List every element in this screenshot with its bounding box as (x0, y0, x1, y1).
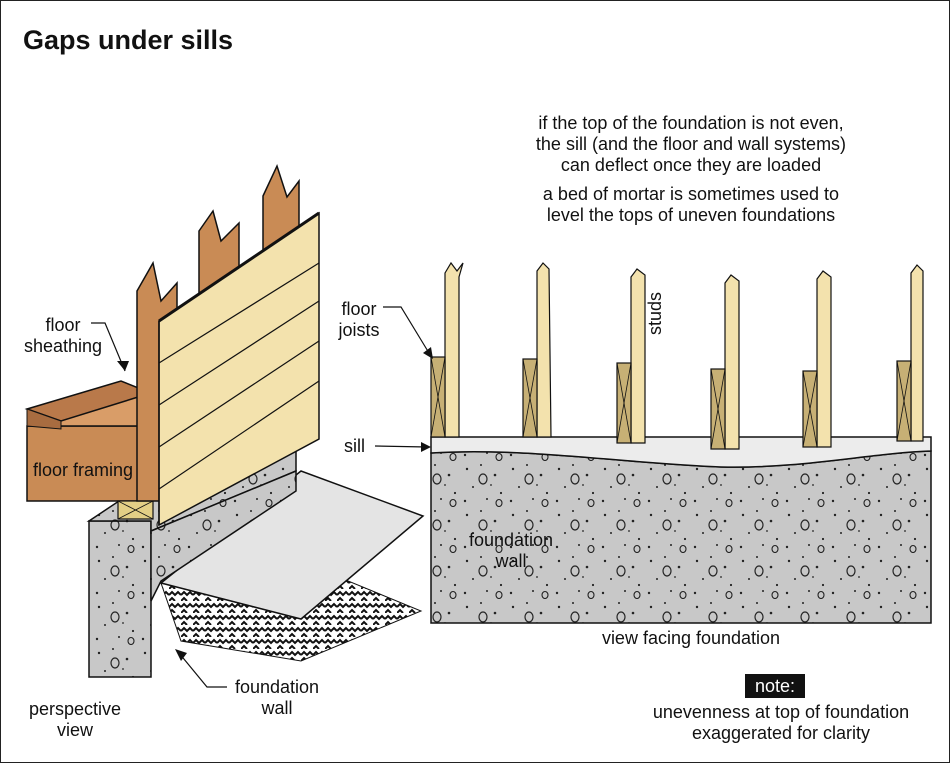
foundation-wall-side (150, 469, 297, 602)
explanation-line-5: level the tops of uneven foundations (547, 205, 835, 225)
studs-label: studs (645, 292, 665, 335)
explanation-line-1: if the top of the foundation is not even… (538, 113, 843, 133)
facing-foundation-wall-label-2: wall (494, 551, 526, 571)
note-badge (745, 674, 805, 698)
note-label: note: (755, 676, 795, 696)
note-line-1: unevenness at top of foundation (653, 702, 909, 722)
facing-foundation-wall-label-1: foundation (469, 530, 553, 550)
floor-framing-label: floor framing (33, 460, 133, 480)
note-line-2: exaggerated for clarity (692, 723, 870, 743)
perspective-view-label-1: perspective (29, 699, 121, 719)
facing-joists (430, 356, 912, 450)
explanation-text: if the top of the foundation is not even… (536, 113, 846, 225)
explanation-line-2: the sill (and the floor and wall systems… (536, 134, 846, 154)
facing-view-drawing (430, 261, 932, 624)
floor-joists-leader (383, 306, 430, 354)
foundation-wall-front (88, 520, 152, 678)
floor-sheathing-leader (91, 322, 126, 372)
explanation-line-3: can deflect once they are loaded (561, 155, 821, 175)
facing-view-caption: view facing foundation (602, 628, 780, 648)
facing-studs (444, 261, 924, 450)
floor-sheathing-label-2: sheathing (24, 336, 102, 356)
floor-sheathing-label-1: floor (45, 315, 80, 335)
perspective-foundation-leader (178, 652, 227, 688)
perspective-view-label-2: view (57, 720, 94, 740)
explanation-line-4: a bed of mortar is sometimes used to (543, 184, 839, 204)
perspective-foundation-wall-label-1: foundation (235, 677, 319, 697)
floor-joists-label-1: floor (341, 299, 376, 319)
diagram-title: Gaps under sills (23, 25, 233, 55)
perspective-foundation-wall-label-2: wall (260, 698, 292, 718)
floor-joists-label-2: joists (337, 320, 379, 340)
sill-label: sill (344, 436, 365, 456)
wall-siding (158, 211, 320, 527)
sill-leader (374, 445, 428, 448)
perspective-view-drawing (24, 163, 425, 678)
